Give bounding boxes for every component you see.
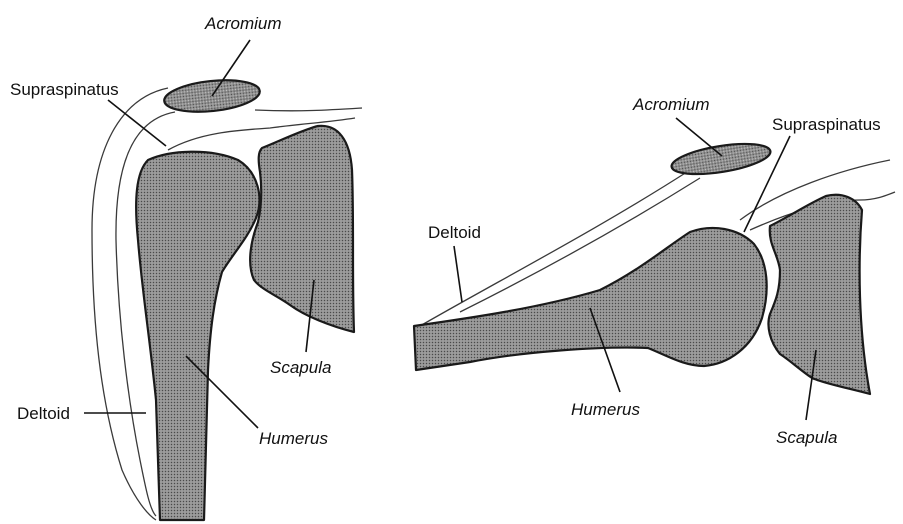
left-supraspinatus-leader (108, 100, 166, 146)
left-supraspinatus-muscle (255, 108, 362, 111)
left-scapula-label: Scapula (270, 358, 331, 377)
left-supraspinatus-label: Supraspinatus (10, 80, 119, 99)
left-humerus-bone (136, 152, 259, 520)
right-deltoid-leader (454, 246, 462, 302)
right-humerus-label: Humerus (571, 400, 640, 419)
right-acromium-bone (670, 138, 773, 179)
right-scapula-bone (768, 195, 870, 394)
right-panel: Acromium Supraspinatus Deltoid Humerus S… (414, 95, 895, 447)
left-acromium-label: Acromium (204, 14, 282, 33)
left-deltoid-label: Deltoid (17, 404, 70, 423)
right-scapula-label: Scapula (776, 428, 837, 447)
right-acromium-label: Acromium (632, 95, 710, 114)
left-scapula-bone (250, 126, 354, 332)
left-humerus-label: Humerus (259, 429, 328, 448)
right-supraspinatus-label: Supraspinatus (772, 115, 881, 134)
right-deltoid-label: Deltoid (428, 223, 481, 242)
left-panel: Acromium Supraspinatus Deltoid Humerus S… (10, 14, 362, 520)
